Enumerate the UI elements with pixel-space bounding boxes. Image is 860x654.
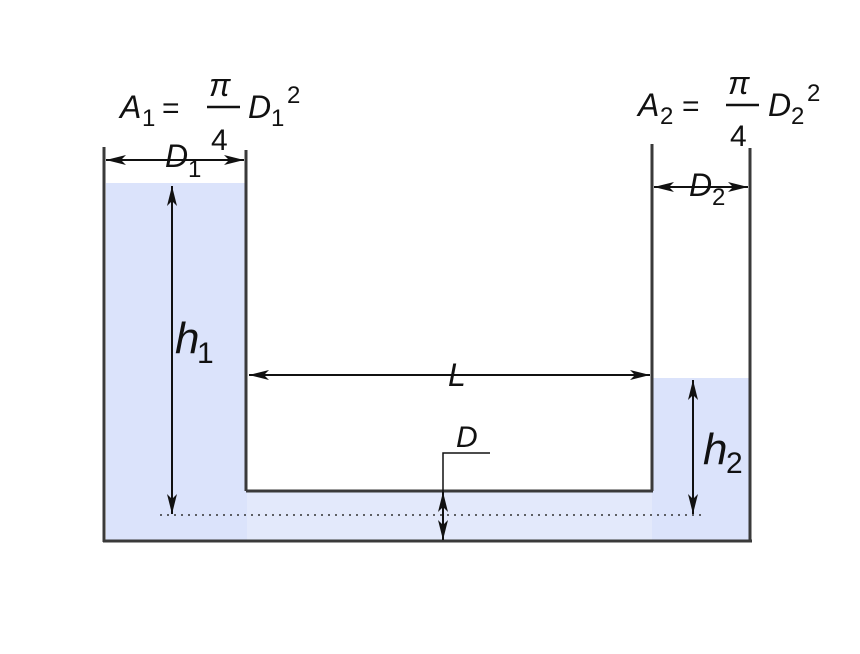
label-h2: h 2 [703, 425, 743, 480]
label-h2-subscript: 2 [726, 447, 743, 480]
formula-left-diameter-subscript: 1 [271, 105, 284, 132]
formula-left-lhs-symbol: A [118, 89, 141, 125]
vessel-walls [102, 144, 752, 543]
formula-right-denominator: 4 [730, 120, 747, 153]
formula-right-lhs-subscript: 2 [660, 103, 673, 130]
formula-right-diameter-subscript: 2 [791, 103, 804, 130]
label-h2-symbol: h [703, 425, 727, 474]
label-length: L [448, 357, 466, 393]
formula-right-lhs-symbol: A [636, 87, 659, 123]
label-pipe-diameter: D [456, 421, 478, 454]
right-tank-water [652, 378, 750, 541]
label-h1-subscript: 1 [197, 337, 214, 370]
formula-left-diameter-symbol: D [248, 89, 271, 125]
pipe-diameter-leader [442, 452, 490, 492]
pipe-water [247, 491, 652, 541]
label-h1: h 1 [175, 314, 214, 370]
formula-left-equals: = [162, 92, 180, 125]
label-d1: D 1 [165, 138, 201, 183]
label-d2-symbol: D [689, 167, 712, 203]
formula-left-numerator: π [209, 67, 231, 103]
formula-left-denominator: 4 [211, 124, 228, 157]
dimension-arrows [106, 155, 748, 540]
label-h1-symbol: h [175, 314, 199, 363]
formula-right-numerator: π [728, 65, 750, 101]
formula-left-power: 2 [287, 82, 300, 109]
formula-right: A 2 = π 4 D 2 2 [636, 65, 820, 153]
formula-left: A 1 = π 4 D 1 2 [118, 67, 300, 157]
label-d1-symbol: D [165, 138, 188, 174]
formula-right-diameter-symbol: D [768, 87, 791, 123]
label-d2: D 2 [689, 167, 725, 211]
label-d1-subscript: 1 [188, 156, 201, 183]
formula-left-lhs-subscript: 1 [142, 105, 155, 132]
label-d2-subscript: 2 [712, 184, 725, 211]
formula-right-power: 2 [807, 80, 820, 107]
formula-right-equals: = [682, 90, 700, 123]
